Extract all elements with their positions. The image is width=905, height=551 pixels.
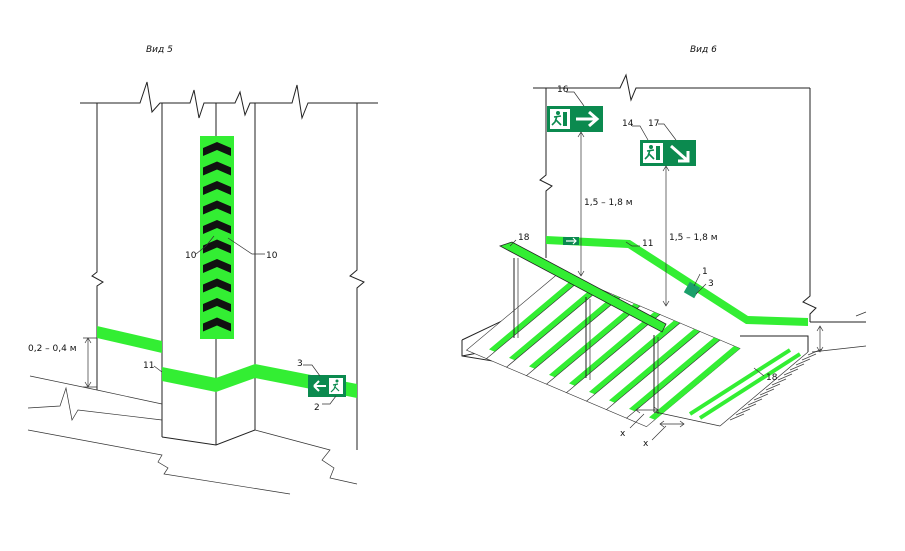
handrail-luminescent bbox=[498, 241, 667, 333]
marker-x1: x bbox=[620, 429, 626, 439]
step-luminescent-stripe bbox=[529, 295, 620, 369]
chevron-icon bbox=[203, 239, 231, 254]
hatch-line bbox=[801, 353, 817, 361]
back-wall-left bbox=[539, 88, 553, 258]
dimension-sign-1: 1,5 – 1,8 м bbox=[577, 131, 633, 277]
chevron-icon bbox=[203, 200, 231, 215]
left-wall bbox=[91, 103, 104, 390]
view-5: Вид 5 bbox=[27, 45, 378, 495]
callouts-view-5: 10 10 11 3 2 bbox=[143, 235, 337, 413]
running-man-icon bbox=[643, 143, 663, 163]
step-luminescent-stripe bbox=[549, 303, 640, 378]
view-6: Вид 6 bbox=[461, 45, 867, 449]
step-luminescent-stripe bbox=[509, 286, 600, 361]
hatch-line bbox=[795, 358, 811, 366]
exit-sign-14 bbox=[640, 140, 696, 166]
hatch-line bbox=[765, 383, 781, 391]
step-width-markers: x x bbox=[620, 406, 685, 449]
hatch-line bbox=[759, 388, 775, 396]
hatch-line bbox=[783, 368, 799, 376]
callout-18b: 18 bbox=[766, 373, 778, 383]
dimension-label: 0,2 – 0,4 м bbox=[28, 344, 77, 354]
arrow-right-icon bbox=[576, 110, 600, 128]
callout-10a: 10 bbox=[185, 251, 197, 261]
hatch-line bbox=[729, 413, 745, 421]
exit-sign-left bbox=[308, 375, 346, 397]
callout-14: 14 bbox=[622, 119, 634, 129]
floor-line-4 bbox=[254, 429, 358, 485]
column-bottom bbox=[161, 429, 256, 446]
handrail bbox=[498, 241, 667, 414]
chevron-icon bbox=[203, 298, 231, 312]
back-wall-right bbox=[802, 88, 817, 322]
luminescent-strip-left bbox=[97, 326, 162, 353]
dimension-strip-height: 0,2 – 0,4 м bbox=[28, 337, 97, 388]
callouts-view-6: 16 14 17 18 11 1 3 18 bbox=[509, 85, 778, 383]
step-luminescent-stripe bbox=[649, 346, 740, 420]
callout-3-v6: 3 bbox=[708, 279, 714, 289]
chevron-strip bbox=[200, 136, 234, 339]
chevron-icon bbox=[203, 220, 231, 234]
arrow-down-right-icon bbox=[670, 144, 690, 163]
hatch-line bbox=[777, 373, 793, 381]
exit-sign-small-wall bbox=[563, 237, 579, 245]
dimension-sign-2-label: 1,5 – 1,8 м bbox=[669, 233, 718, 243]
hatch-line bbox=[747, 398, 763, 406]
callout-2: 2 bbox=[314, 403, 320, 413]
floor-luminescent-stripe bbox=[688, 348, 792, 416]
upper-floor bbox=[740, 321, 866, 352]
luminescent-strip-column bbox=[162, 364, 357, 398]
top-break-line-6 bbox=[533, 73, 810, 102]
step-luminescent-stripe bbox=[589, 320, 680, 395]
marker-x2: x bbox=[643, 439, 649, 449]
chevron-icon bbox=[203, 259, 231, 273]
dimension-sign-2: 1,5 – 1,8 м bbox=[662, 165, 718, 307]
hatch-line bbox=[741, 403, 757, 411]
chevron-icon-group bbox=[203, 142, 231, 332]
callout-18a: 18 bbox=[518, 233, 530, 243]
floor-luminescent-stripe bbox=[698, 352, 802, 420]
chevron-icon bbox=[203, 181, 231, 195]
hatch-line bbox=[789, 363, 805, 371]
running-man-icon bbox=[329, 378, 343, 394]
callout-1: 1 bbox=[702, 267, 708, 277]
floor-line-3 bbox=[27, 429, 291, 495]
callout-17: 17 bbox=[648, 119, 659, 129]
hatch-line bbox=[735, 408, 751, 416]
handrail-posts bbox=[513, 258, 655, 412]
exit-sign-16 bbox=[547, 106, 603, 132]
step-luminescent-stripe bbox=[569, 312, 660, 386]
chevron-icon bbox=[203, 317, 231, 332]
floor-line-1 bbox=[29, 375, 163, 405]
arrow-left-icon bbox=[313, 380, 326, 392]
right-wall bbox=[349, 103, 365, 450]
chevron-icon bbox=[203, 278, 231, 293]
top-break-line bbox=[80, 81, 378, 120]
running-man-icon bbox=[550, 109, 570, 129]
hatch-line bbox=[771, 378, 787, 386]
chevron-icon bbox=[203, 142, 231, 156]
callout-11: 11 bbox=[143, 361, 154, 371]
dimension-sign-1-label: 1,5 – 1,8 м bbox=[584, 198, 633, 208]
upper-floor-edge bbox=[654, 351, 809, 427]
callout-11-v6: 11 bbox=[642, 239, 653, 249]
floor-line-2 bbox=[27, 386, 163, 421]
arrow-right-icon bbox=[566, 237, 577, 245]
callout-10b: 10 bbox=[266, 251, 278, 261]
callout-3: 3 bbox=[297, 359, 303, 369]
hatch-line bbox=[753, 393, 769, 401]
step-luminescent-stripe bbox=[629, 337, 720, 412]
dimension-right bbox=[811, 311, 867, 353]
chevron-icon bbox=[203, 161, 231, 176]
view-5-title: Вид 5 bbox=[146, 45, 173, 55]
view-6-title: Вид 6 bbox=[690, 45, 717, 55]
callout-16: 16 bbox=[557, 85, 569, 95]
step-luminescent-stripe bbox=[489, 278, 580, 352]
